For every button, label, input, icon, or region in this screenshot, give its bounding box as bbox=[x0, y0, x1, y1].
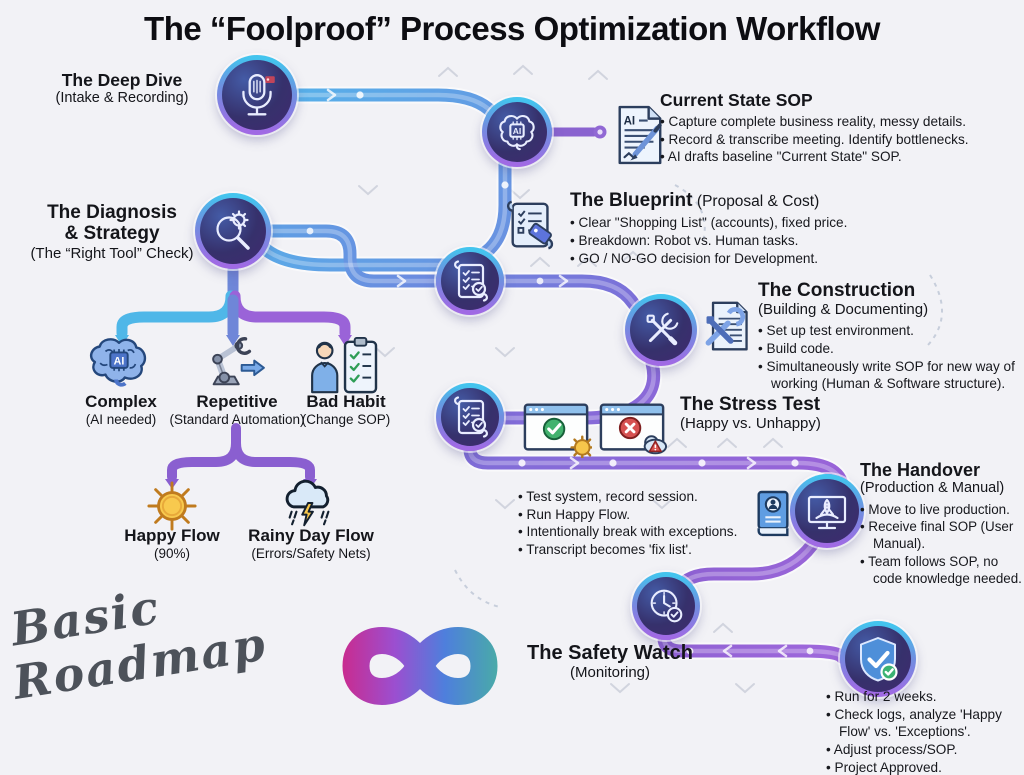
stress-check-node bbox=[436, 383, 504, 451]
checklist-scroll-icon bbox=[454, 260, 488, 302]
repetitive-subtitle: (Standard Automation) bbox=[169, 412, 305, 428]
document-tools-icon bbox=[700, 298, 754, 356]
safety-watch-label: The Safety Watch (Monitoring) bbox=[524, 642, 696, 682]
scroll-pricetag-icon bbox=[504, 198, 560, 254]
checklist-scroll-icon bbox=[454, 396, 488, 438]
tools-icon bbox=[646, 312, 679, 346]
microphone-icon bbox=[242, 74, 275, 116]
blueprint-subtitle: (Proposal & Cost) bbox=[696, 193, 820, 210]
person-clipboard-icon bbox=[308, 336, 384, 396]
current-state-bullet: AI drafts baseline "Current State" SOP. bbox=[660, 148, 1024, 166]
svg-text:AI: AI bbox=[624, 115, 636, 127]
rain-cloud-icon bbox=[280, 476, 340, 530]
shield-check-icon bbox=[860, 637, 898, 682]
complex-subtitle: (AI needed) bbox=[85, 412, 157, 428]
handover-bullet: Receive final SOP (User Manual). bbox=[860, 518, 1022, 553]
blueprint-bullet: Clear "Shopping List" (accounts), fixed … bbox=[570, 214, 940, 232]
diagnosis-label: The Diagnosis & Strategy (The “Right Too… bbox=[6, 202, 218, 263]
construction-section: The Construction (Building & Documenting… bbox=[758, 280, 1020, 393]
stress-bullet: Test system, record session. bbox=[518, 488, 768, 506]
clock-check-icon bbox=[650, 589, 683, 623]
branch-complex-label: Complex (AI needed) bbox=[68, 392, 174, 429]
deep-dive-node bbox=[217, 55, 297, 135]
branch-bad-habit-label: Bad Habit (Change SOP) bbox=[287, 392, 405, 429]
blueprint-bullet: Breakdown: Robot vs. Human tasks. bbox=[570, 232, 940, 250]
current-state-bullet: Capture complete business reality, messy… bbox=[660, 113, 1024, 131]
brain-ai-icon: AI bbox=[499, 115, 535, 151]
happy-flow-label: Happy Flow (90%) bbox=[114, 526, 230, 563]
deep-dive-label: The Deep Dive (Intake & Recording) bbox=[26, 70, 218, 108]
repetitive-title: Repetitive bbox=[196, 392, 278, 411]
page-title: The “Foolproof” Process Optimization Wor… bbox=[144, 10, 880, 47]
bad-habit-title: Bad Habit bbox=[306, 392, 386, 411]
construction-title: The Construction bbox=[758, 280, 916, 301]
current-state-section: Current State SOP Capture complete busin… bbox=[660, 90, 1024, 166]
monitor-rocket-icon bbox=[807, 495, 847, 530]
stress-test-label: The Stress Test (Happy vs. Unhappy) bbox=[680, 394, 910, 433]
safety-watch-title: The Safety Watch bbox=[527, 642, 693, 664]
stress-bullet: Intentionally break with exceptions. bbox=[518, 523, 768, 541]
browser-error-icon bbox=[598, 398, 668, 458]
branch-repetitive-label: Repetitive (Standard Automation) bbox=[154, 392, 320, 429]
diagnosis-node bbox=[195, 193, 271, 269]
blueprint-title: The Blueprint bbox=[570, 190, 693, 211]
safety-watch-bullets: Run for 2 weeks. Check logs, analyze 'Ha… bbox=[826, 688, 1022, 775]
deep-dive-subtitle: (Intake & Recording) bbox=[55, 90, 189, 107]
complex-title: Complex bbox=[85, 392, 157, 411]
blueprint-section: The Blueprint (Proposal & Cost) Clear "S… bbox=[570, 190, 940, 267]
stress-bullet: Transcript becomes 'fix list'. bbox=[518, 541, 768, 559]
happy-flow-subtitle: (90%) bbox=[153, 546, 190, 562]
svg-text:AI: AI bbox=[513, 126, 522, 136]
bad-habit-subtitle: (Change SOP) bbox=[301, 412, 391, 428]
robot-arm-icon bbox=[198, 334, 266, 392]
rainy-day-title: Rainy Day Flow bbox=[248, 526, 374, 545]
stress-test-subtitle: (Happy vs. Unhappy) bbox=[680, 415, 821, 433]
diagnosis-title-line2: & Strategy bbox=[64, 223, 160, 245]
ai-document-pen-icon: AI bbox=[612, 104, 666, 166]
happy-flow-title: Happy Flow bbox=[124, 526, 220, 545]
handover-bullet: Move to live production. bbox=[860, 501, 1022, 518]
blueprint-bullet: GO / NO-GO decision for Development. bbox=[570, 250, 940, 268]
construction-bullet: Set up test environment. bbox=[758, 322, 1020, 340]
magnifier-gear-icon bbox=[216, 210, 250, 250]
handover-bullet: Team follows SOP, no code knowledge need… bbox=[860, 553, 1022, 588]
basic-roadmap-watermark: Basic Roadmap bbox=[7, 565, 270, 710]
stress-test-bullets: Test system, record session. Run Happy F… bbox=[518, 488, 768, 559]
complex-brain-icon: AI bbox=[86, 336, 152, 392]
browser-success-icon bbox=[522, 398, 592, 458]
construction-node bbox=[625, 294, 697, 366]
handover-title: The Handover bbox=[860, 460, 981, 480]
transcription-node: AI bbox=[482, 97, 552, 167]
stress-bullet: Run Happy Flow. bbox=[518, 506, 768, 524]
construction-subtitle: (Building & Documenting) bbox=[758, 301, 929, 319]
sun-icon bbox=[146, 480, 198, 532]
construction-bullet: Build code. bbox=[758, 340, 1020, 358]
handover-node bbox=[790, 474, 864, 548]
current-state-bullet: Record & transcribe meeting. Identify bo… bbox=[660, 131, 1024, 149]
safety-bullet: Check logs, analyze 'Happy Flow' vs. 'Ex… bbox=[826, 706, 1022, 741]
safety-bullet: Project Approved. bbox=[826, 759, 1022, 775]
rainy-day-subtitle: (Errors/Safety Nets) bbox=[251, 546, 371, 562]
current-state-title: Current State SOP bbox=[660, 90, 813, 110]
tube-arrows bbox=[326, 88, 788, 658]
diagnosis-title-line1: The Diagnosis bbox=[47, 202, 177, 223]
monitoring-node bbox=[632, 572, 700, 640]
safety-bullet: Adjust process/SOP. bbox=[826, 741, 1022, 759]
approval-node bbox=[840, 621, 916, 697]
diagnosis-subtitle: (The “Right Tool” Check) bbox=[30, 244, 194, 262]
stress-test-title: The Stress Test bbox=[680, 394, 821, 415]
infinity-logo bbox=[342, 627, 498, 705]
blueprint-check-node bbox=[436, 247, 504, 315]
svg-text:AI: AI bbox=[114, 355, 125, 367]
safety-watch-subtitle: (Monitoring) bbox=[569, 664, 651, 682]
deep-dive-title: The Deep Dive bbox=[61, 70, 183, 90]
handover-section: The Handover (Production & Manual) Move … bbox=[860, 460, 1022, 588]
rainy-day-flow-label: Rainy Day Flow (Errors/Safety Nets) bbox=[244, 526, 378, 563]
safety-bullet: Run for 2 weeks. bbox=[826, 688, 1022, 706]
construction-bullet: Simultaneously write SOP for new way of … bbox=[758, 358, 1020, 393]
handover-subtitle: (Production & Manual) bbox=[860, 480, 1005, 497]
